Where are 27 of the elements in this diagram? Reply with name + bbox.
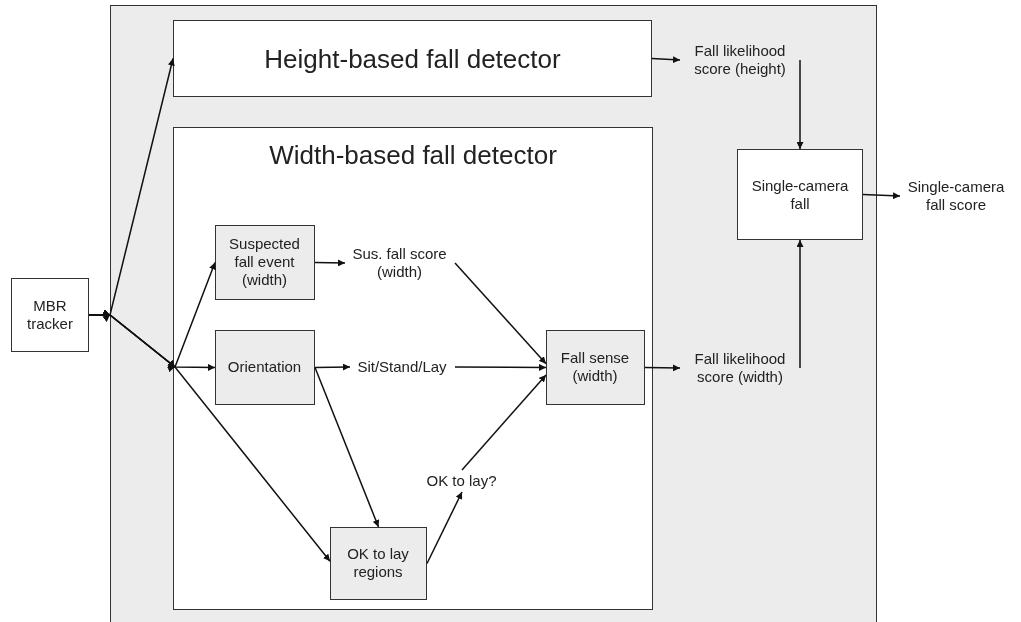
detector-box: Height-based fall detector [173,20,652,97]
arrow [644,364,681,372]
arrow [454,262,547,365]
arrow [314,366,380,528]
signal-label: Sit/Stand/Lay [349,356,455,377]
signal-label: OK to lay? [417,469,506,492]
arrow [796,239,804,369]
arrow [651,56,681,64]
process-box: Suspected fall event (width) [214,224,315,300]
arrow [862,192,901,200]
arrow [461,374,547,471]
signal-label: Sus. fall score (width) [344,243,455,282]
process-box: Single-camera fall [737,149,863,240]
arrow [314,259,346,267]
signal-label: Fall likelihood score (height) [680,40,800,80]
box-heading: Width-based fall detector [268,140,558,170]
process-box: OK to lay regions [329,526,427,600]
process-box: Fall sense (width) [545,329,645,405]
signal-label: Fall likelihood score (width) [680,348,800,388]
process-box: Orientation [214,329,315,405]
arrow [796,59,804,150]
signal-label: Single-camera fall score [900,176,1012,216]
arrow [454,363,547,371]
detector-box [173,127,653,610]
arrow [314,363,351,371]
process-box: MBR tracker [11,278,89,352]
arrow [426,491,463,565]
